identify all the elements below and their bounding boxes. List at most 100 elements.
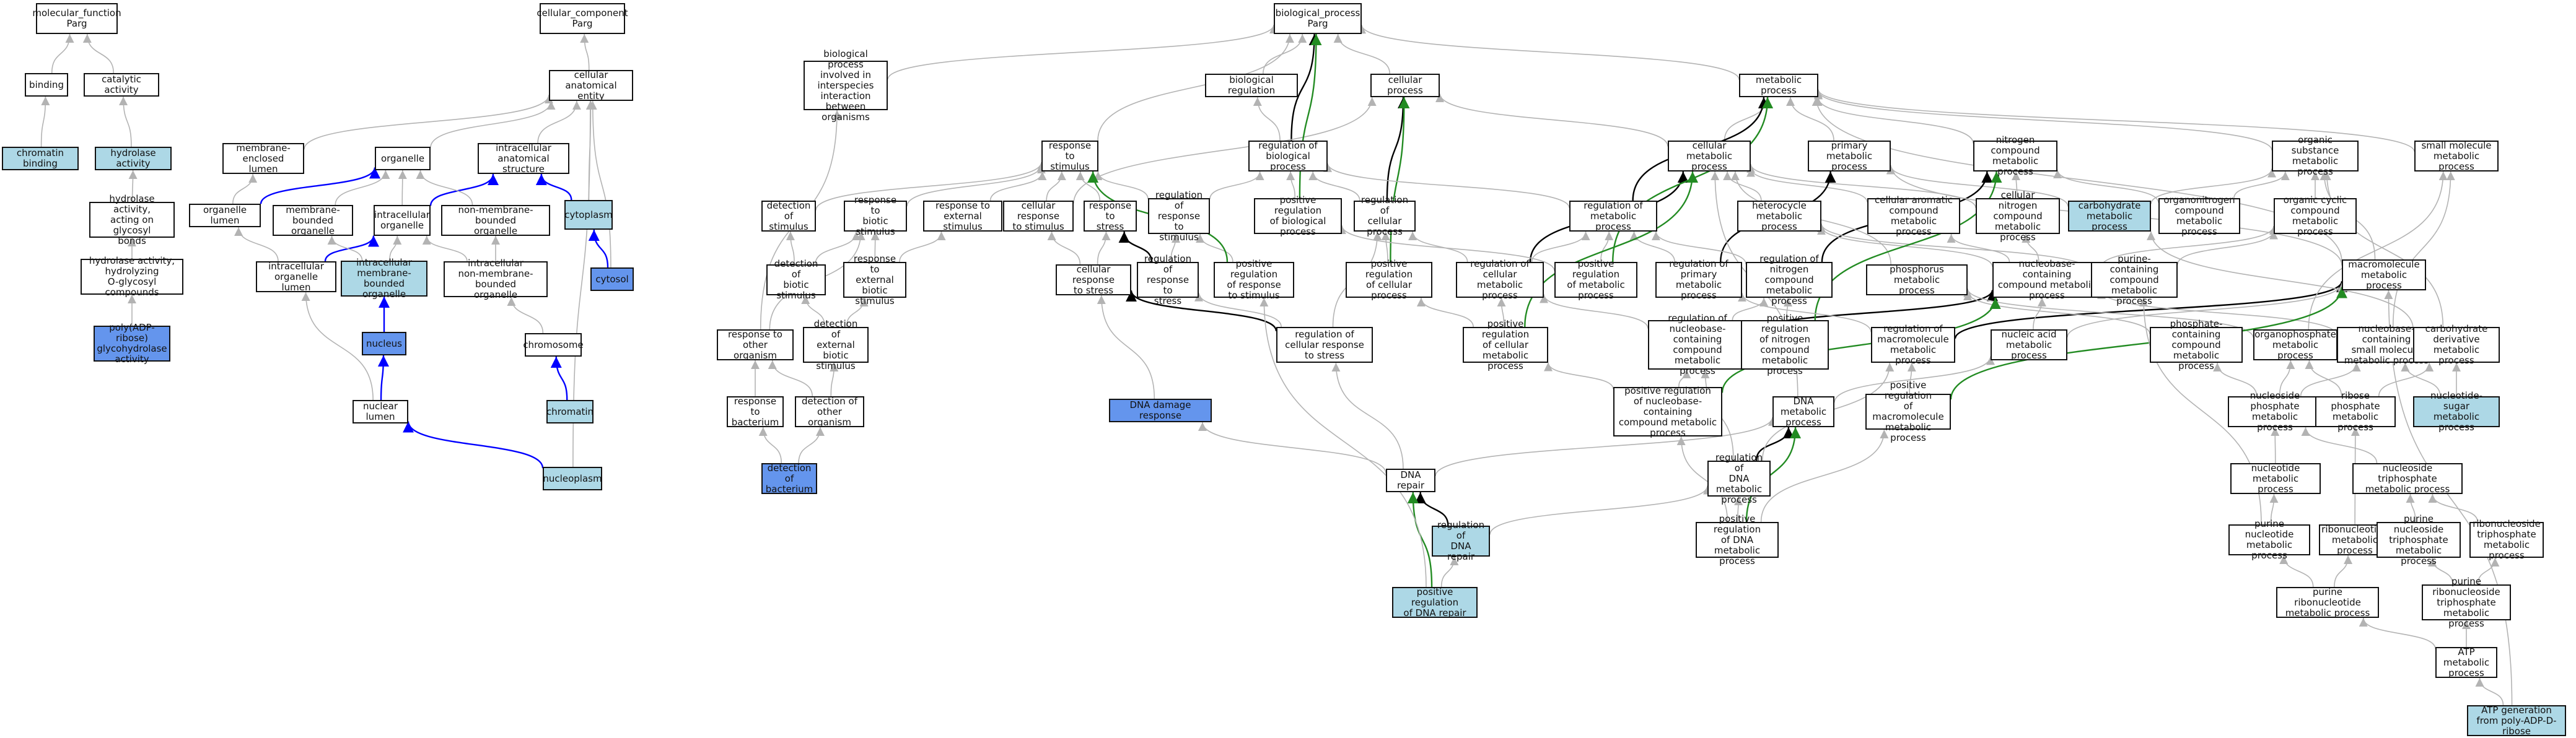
node-posregmacro[interactable]: positive regulation of macromolecule met… xyxy=(1865,380,1951,443)
node-posregdnamet[interactable]: positive regulation of DNA metabolic pro… xyxy=(1696,513,1779,566)
node-metproc[interactable]: metabolic process xyxy=(1739,74,1818,97)
node-bioreg[interactable]: biological regulation xyxy=(1205,74,1298,97)
node-detother[interactable]: detection of other organism xyxy=(795,396,864,427)
node-posregcell[interactable]: positive regulation of cellular process xyxy=(1346,259,1432,301)
node-detext[interactable]: detection of external biotic stimulus xyxy=(803,318,869,371)
node-chromatin[interactable]: chromatin xyxy=(546,400,594,423)
node-hydgly[interactable]: hydrolase activity, acting on glycosyl b… xyxy=(89,193,175,246)
node-posregbio[interactable]: positive regulation of biological proces… xyxy=(1254,195,1342,237)
node-chromosome[interactable]: chromosome xyxy=(523,333,584,357)
node-cyto[interactable]: cytoplasm xyxy=(564,200,613,230)
node-ribonucleotide[interactable]: ribonucleotide metabolic process xyxy=(2319,524,2391,555)
node-detbact[interactable]: detection of bacterium xyxy=(761,462,817,494)
node-nmbo[interactable]: non-membrane-bounded organelle xyxy=(441,204,550,236)
node-phoscont[interactable]: phosphate-containing compound metabolic … xyxy=(2150,318,2243,371)
node-chrbind[interactable]: chromatin binding xyxy=(2,147,79,170)
node-organophos[interactable]: organophosphate metabolic process xyxy=(2253,329,2337,360)
node-nucsugar[interactable]: nucleotide-sugar metabolic process xyxy=(2413,391,2500,433)
node-bp[interactable]: biological_process Parg xyxy=(1274,3,1362,34)
node-primmet[interactable]: primary metabolic process xyxy=(1808,140,1891,171)
node-posregnbc[interactable]: positive regulation of nucleobase-contai… xyxy=(1613,385,1722,438)
node-rextbio[interactable]: response to external biotic stimulus xyxy=(843,253,906,306)
node-regbio[interactable]: regulation of biological process xyxy=(1248,140,1328,171)
node-regnc[interactable]: regulation of nitrogen compound metaboli… xyxy=(1746,253,1833,306)
node-mbo[interactable]: membrane-bounded organelle xyxy=(273,204,353,236)
node-regrstim[interactable]: regulation of response to stimulus xyxy=(1148,189,1210,242)
node-orgsub[interactable]: organic substance metabolic process xyxy=(2272,135,2359,177)
node-atpmet[interactable]: ATP metabolic process xyxy=(2435,646,2497,678)
node-ribphos[interactable]: ribose phosphate metabolic process xyxy=(2315,391,2396,433)
node-hydact[interactable]: hydrolase activity xyxy=(95,147,172,170)
node-rstim[interactable]: response to stimulus xyxy=(1041,140,1098,171)
node-orgcyc[interactable]: organic cyclic compound metabolic proces… xyxy=(2274,195,2357,237)
node-regrstress[interactable]: regulation of response to stress xyxy=(1137,253,1199,306)
node-organonit[interactable]: organonitrogen compound metabolic proces… xyxy=(2158,195,2240,237)
node-cellarom[interactable]: cellular aromatic compound metabolic pro… xyxy=(1867,195,1960,237)
node-nuctri[interactable]: nucleoside triphosphate metabolic proces… xyxy=(2352,462,2463,494)
node-detbio[interactable]: detection of biotic stimulus xyxy=(766,259,826,301)
node-hydo[interactable]: hydrolase activity, hydrolyzing O-glycos… xyxy=(81,256,183,298)
node-io[interactable]: intracellular organelle xyxy=(374,205,431,236)
node-cellproc[interactable]: cellular process xyxy=(1370,74,1440,97)
node-hetero[interactable]: heterocycle metabolic process xyxy=(1737,200,1821,232)
node-nucleotide[interactable]: nucleotide metabolic process xyxy=(2230,462,2321,494)
node-mf[interactable]: molecular_function Parg xyxy=(32,3,121,34)
node-posregcellmet[interactable]: positive regulation of cellular metaboli… xyxy=(1463,318,1548,371)
node-bpinter[interactable]: biological process involved in interspec… xyxy=(804,48,888,122)
node-purnstri[interactable]: purine nucleoside triphosphate metabolic… xyxy=(2377,513,2461,566)
node-dnadmg[interactable]: DNA damage response xyxy=(1109,399,1212,422)
node-nucacid[interactable]: nucleic acid metabolic process xyxy=(1991,329,2067,360)
node-regprim[interactable]: regulation of primary metabolic process xyxy=(1655,259,1742,301)
node-ncmet[interactable]: nitrogen compound metabolic process xyxy=(1973,135,2057,177)
node-posregdnarep[interactable]: positive regulation of DNA repair xyxy=(1392,586,1478,618)
node-atpgen[interactable]: ATP generation from poly-ADP-D-ribose xyxy=(2467,705,2566,736)
node-imbo[interactable]: intracellular membrane-bounded organelle xyxy=(341,258,427,300)
node-regdnarep[interactable]: regulation of DNA repair xyxy=(1432,520,1490,562)
node-inmbo[interactable]: intracellular non-membrane-bounded organ… xyxy=(444,258,548,300)
node-rbact[interactable]: response to bacterium xyxy=(727,396,784,427)
node-orglum[interactable]: organelle lumen xyxy=(189,204,261,227)
node-nucplasm[interactable]: nucleoplasm xyxy=(543,467,602,490)
node-regdnamet[interactable]: regulation of DNA metabolic process xyxy=(1707,452,1771,505)
node-purnt[interactable]: purine nucleotide metabolic process xyxy=(2228,519,2310,561)
node-nbcmet[interactable]: nucleobase-containing compound metabolic… xyxy=(1992,259,2101,301)
node-regcellmet[interactable]: regulation of cellular metabolic process xyxy=(1456,259,1544,301)
node-cae[interactable]: cellular anatomical entity xyxy=(549,69,633,101)
node-dnarep[interactable]: DNA repair xyxy=(1386,469,1435,492)
node-ias[interactable]: intracellular anatomical structure xyxy=(478,142,569,174)
node-padp[interactable]: poly(ADP-ribose) glycohydrolase activity xyxy=(94,323,170,365)
node-nucleus[interactable]: nucleus xyxy=(362,332,406,355)
node-cc[interactable]: cellular_component Parg xyxy=(537,3,628,34)
node-mel[interactable]: membrane-enclosed lumen xyxy=(222,142,304,174)
node-carbmet[interactable]: carbohydrate metabolic process xyxy=(2068,200,2151,232)
node-iol[interactable]: intracellular organelle lumen xyxy=(256,261,336,292)
node-phosmet[interactable]: phosphorus metabolic process xyxy=(1866,264,1968,295)
node-rbiostim[interactable]: response to biotic stimulus xyxy=(844,195,907,237)
node-rstress[interactable]: response to stress xyxy=(1084,200,1137,232)
node-dnamet[interactable]: DNA metabolic process xyxy=(1772,396,1834,427)
node-rother[interactable]: response to other organism xyxy=(717,329,794,360)
node-binding[interactable]: binding xyxy=(25,73,68,97)
node-smmet[interactable]: small molecule metabolic process xyxy=(2414,140,2499,171)
node-regcrs[interactable]: regulation of cellular response to stres… xyxy=(1276,327,1373,363)
node-purribo[interactable]: purine ribonucleotide metabolic process xyxy=(2276,586,2379,618)
node-cellrstim[interactable]: cellular response to stimulus xyxy=(1003,200,1074,232)
node-regmet[interactable]: regulation of metabolic process xyxy=(1569,200,1657,232)
node-catact[interactable]: catalytic activity xyxy=(84,73,159,97)
node-cellnc[interactable]: cellular nitrogen compound metabolic pro… xyxy=(1976,189,2060,242)
node-posregmet[interactable]: positive regulation of metabolic process xyxy=(1554,259,1637,301)
node-purcont[interactable]: purine-containing compound metabolic pro… xyxy=(2091,253,2178,306)
node-posregrstim[interactable]: positive regulation of response to stimu… xyxy=(1214,259,1294,301)
node-cellmet[interactable]: cellular metabolic process xyxy=(1668,140,1751,171)
node-regnbc[interactable]: regulation of nucleobase-containing comp… xyxy=(1648,313,1747,376)
node-rextstim[interactable]: response to external stimulus xyxy=(923,200,1002,232)
node-regcell[interactable]: regulation of cellular process xyxy=(1354,195,1416,237)
node-carbder[interactable]: carbohydrate derivative metabolic proces… xyxy=(2413,324,2500,366)
node-cellrstress[interactable]: cellular response to stress xyxy=(1056,264,1131,295)
node-nucphos[interactable]: nucleoside phosphate metabolic process xyxy=(2228,391,2322,433)
node-macromet[interactable]: macromolecule metabolic process xyxy=(2342,259,2426,290)
node-posregnc[interactable]: positive regulation of nitrogen compound… xyxy=(1741,313,1829,376)
node-ribotri[interactable]: ribonucleoside triphosphate metabolic pr… xyxy=(2469,519,2544,561)
node-regmacro[interactable]: regulation of macromolecule metabolic pr… xyxy=(1871,324,1955,366)
node-cytosol[interactable]: cytosol xyxy=(590,267,634,291)
